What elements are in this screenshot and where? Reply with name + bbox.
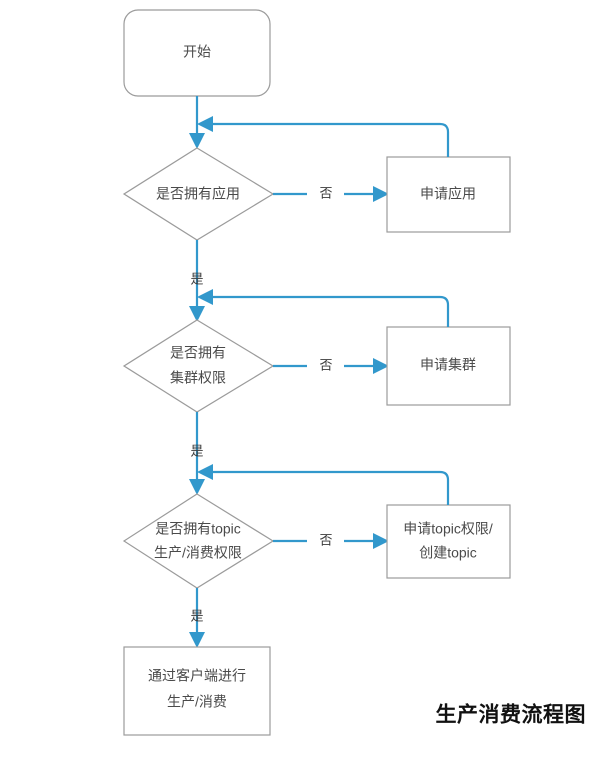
edge-label-topic-no: 否 xyxy=(319,532,332,547)
edge-decision-cluster-no: 否 xyxy=(273,357,389,374)
action-cluster-shape xyxy=(386,326,511,406)
decision-topic-shape xyxy=(122,493,275,589)
arrowhead-right-icon xyxy=(373,533,389,549)
node-end[interactable]: 通过客户端进行 生产/消费 xyxy=(123,646,271,736)
decision-topic-label-line1: 是否拥有topic xyxy=(155,521,241,537)
end-label-line2: 生产/消费 xyxy=(167,694,227,710)
action-topic-label-line2: 创建topic xyxy=(419,545,477,561)
decision-cluster-label-line1: 是否拥有 xyxy=(170,345,226,361)
edge-decision-app-yes: 是 xyxy=(189,240,205,322)
decision-app-label: 是否拥有应用 xyxy=(156,186,240,202)
edge-decision-cluster-yes: 是 xyxy=(189,412,205,495)
decision-cluster-label-line2: 集群权限 xyxy=(170,370,226,386)
start-label: 开始 xyxy=(183,44,211,60)
edge-label-app-no: 否 xyxy=(319,185,332,200)
decision-cluster-shape xyxy=(122,319,275,413)
arrowhead-left-icon xyxy=(197,289,213,305)
edge-decision-topic-yes: 是 xyxy=(189,588,205,648)
node-decision-topic[interactable]: 是否拥有topic 生产/消费权限 xyxy=(122,493,275,589)
edge-start-to-decision-app xyxy=(189,96,205,149)
edge-label-cluster-no: 否 xyxy=(319,357,332,372)
edge-label-app-yes: 是 xyxy=(190,271,203,286)
arrowhead-down-icon xyxy=(189,479,205,495)
action-cluster-label: 申请集群 xyxy=(420,357,476,373)
node-action-cluster[interactable]: 申请集群 xyxy=(386,326,511,406)
edge-decision-app-no: 否 xyxy=(273,185,389,202)
edge-action-topic-feedback xyxy=(197,464,450,505)
end-shape xyxy=(123,646,271,736)
arrowhead-right-icon xyxy=(373,358,389,374)
arrowhead-down-icon xyxy=(189,306,205,322)
action-topic-shape xyxy=(386,504,511,579)
node-action-topic[interactable]: 申请topic权限/ 创建topic xyxy=(386,504,511,579)
node-decision-app[interactable]: 是否拥有应用 xyxy=(122,147,275,241)
arrowhead-right-icon xyxy=(373,186,389,202)
node-decision-cluster[interactable]: 是否拥有 集群权限 xyxy=(122,319,275,413)
edge-label-cluster-yes: 是 xyxy=(190,443,203,458)
edge-decision-topic-no: 否 xyxy=(273,532,389,549)
arrowhead-left-icon xyxy=(197,116,213,132)
action-topic-label-line1: 申请topic权限/ xyxy=(403,521,493,537)
end-label-line1: 通过客户端进行 xyxy=(148,668,246,684)
node-start[interactable]: 开始 xyxy=(123,9,271,97)
edge-line-feedback xyxy=(207,470,450,505)
arrowhead-down-icon xyxy=(189,133,205,149)
node-action-app[interactable]: 申请应用 xyxy=(386,156,511,233)
edge-action-app-feedback xyxy=(197,116,450,157)
diagram-title: 生产消费流程图 xyxy=(436,703,587,727)
edge-label-topic-yes: 是 xyxy=(190,608,203,623)
arrowhead-down-icon xyxy=(189,632,205,648)
action-app-label: 申请应用 xyxy=(420,186,476,202)
edge-action-cluster-feedback xyxy=(197,289,450,327)
arrowhead-left-icon xyxy=(197,464,213,480)
decision-topic-label-line2: 生产/消费权限 xyxy=(154,545,242,561)
edge-line-feedback xyxy=(207,295,450,327)
edge-line-feedback xyxy=(207,122,450,157)
